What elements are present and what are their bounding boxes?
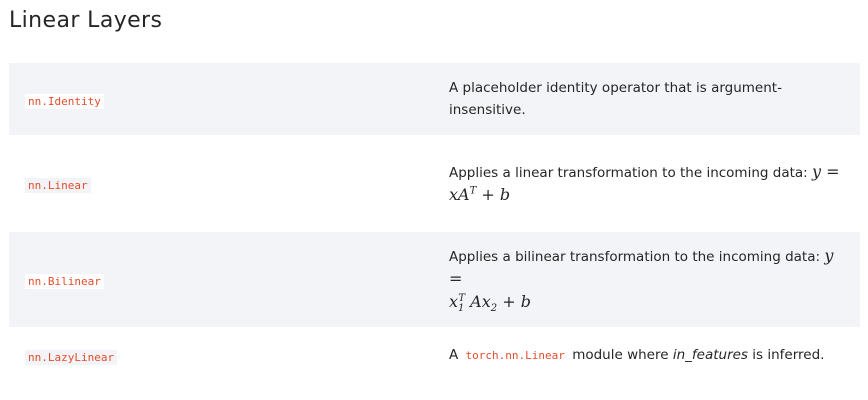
layer-name-link[interactable]: nn.Bilinear (25, 274, 104, 289)
layer-name-link[interactable]: nn.LazyLinear (25, 349, 118, 365)
name-cell: nn.Bilinear (9, 270, 440, 289)
table-row: nn.Bilinear Applies a bilinear transform… (9, 232, 860, 327)
page-title: Linear Layers (9, 8, 163, 33)
description-cell: A placeholder identity operator that is … (449, 80, 782, 118)
linear-layers-table: nn.Identity A placeholder identity opera… (9, 63, 860, 383)
description-text: is inferred. (752, 346, 825, 363)
name-cell: nn.Linear (9, 174, 440, 193)
description-text: Applies a linear transformation to the i… (449, 164, 808, 181)
description-cell: A torch.nn.Linear module where in_featur… (440, 344, 860, 367)
description-text: module where (572, 346, 669, 363)
formula: y =xAT + b (449, 161, 840, 204)
layer-name-link[interactable]: nn.Linear (25, 178, 91, 193)
description-cell: Applies a bilinear transformation to the… (440, 245, 860, 314)
table-row: nn.Linear Applies a linear transformatio… (9, 135, 860, 232)
name-cell: nn.Identity (9, 90, 440, 109)
formula: y =x1T Ax2 + b (449, 246, 834, 315)
table-row: nn.Identity A placeholder identity opera… (9, 63, 860, 135)
description-text: A (449, 346, 459, 363)
layer-name-link[interactable]: nn.Identity (25, 93, 104, 109)
emphasis-text: in_features (672, 346, 748, 363)
table-row: nn.LazyLinear A torch.nn.Linear module w… (9, 327, 860, 383)
name-cell: nn.LazyLinear (9, 346, 440, 365)
description-cell: Applies a linear transformation to the i… (440, 161, 860, 207)
inline-code-link[interactable]: torch.nn.Linear (462, 347, 568, 363)
description-text: Applies a bilinear transformation to the… (449, 249, 821, 265)
